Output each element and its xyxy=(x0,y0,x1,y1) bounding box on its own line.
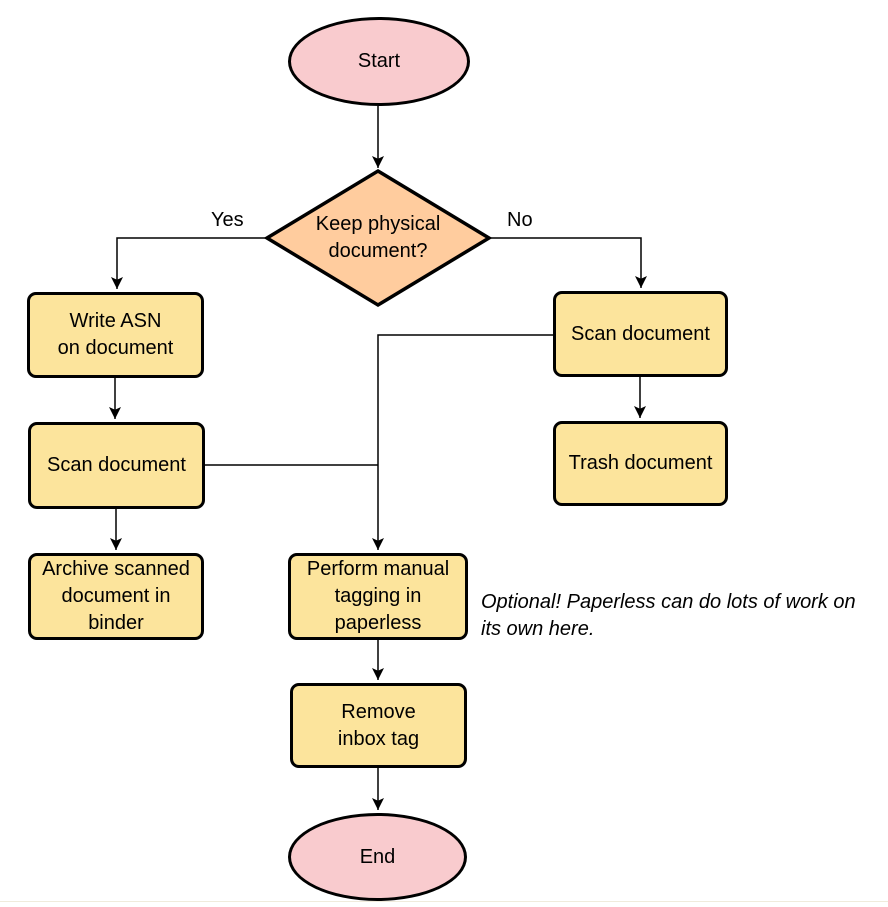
node-manual-tagging: Perform manual tagging in paperless xyxy=(288,553,468,640)
node-archive-in-binder: Archive scanned document in binder xyxy=(28,553,204,640)
node-start: Start xyxy=(288,17,470,106)
edge-decision-yes-to-write-asn xyxy=(111,237,267,289)
node-remove-inbox-tag: Remove inbox tag xyxy=(290,683,467,768)
edge-scan-right-to-tagging xyxy=(372,334,553,550)
edge-label-no: No xyxy=(507,209,533,231)
optional-note: Optional! Paperless can do lots of work … xyxy=(481,591,856,640)
node-trash-document: Trash document xyxy=(553,421,728,506)
node-write-asn: Write ASN on document xyxy=(27,292,204,378)
node-scan-document-left: Scan document xyxy=(28,422,205,509)
node-decision-label: Keep physical document? xyxy=(315,213,441,262)
edge-label-yes: Yes xyxy=(211,209,244,231)
edge-decision-no-to-scan-right xyxy=(489,237,647,288)
page-bottom-rule xyxy=(0,901,888,902)
node-scan-document-right: Scan document xyxy=(553,291,728,377)
node-end: End xyxy=(288,813,467,901)
decision-diamond-shape xyxy=(263,168,493,308)
